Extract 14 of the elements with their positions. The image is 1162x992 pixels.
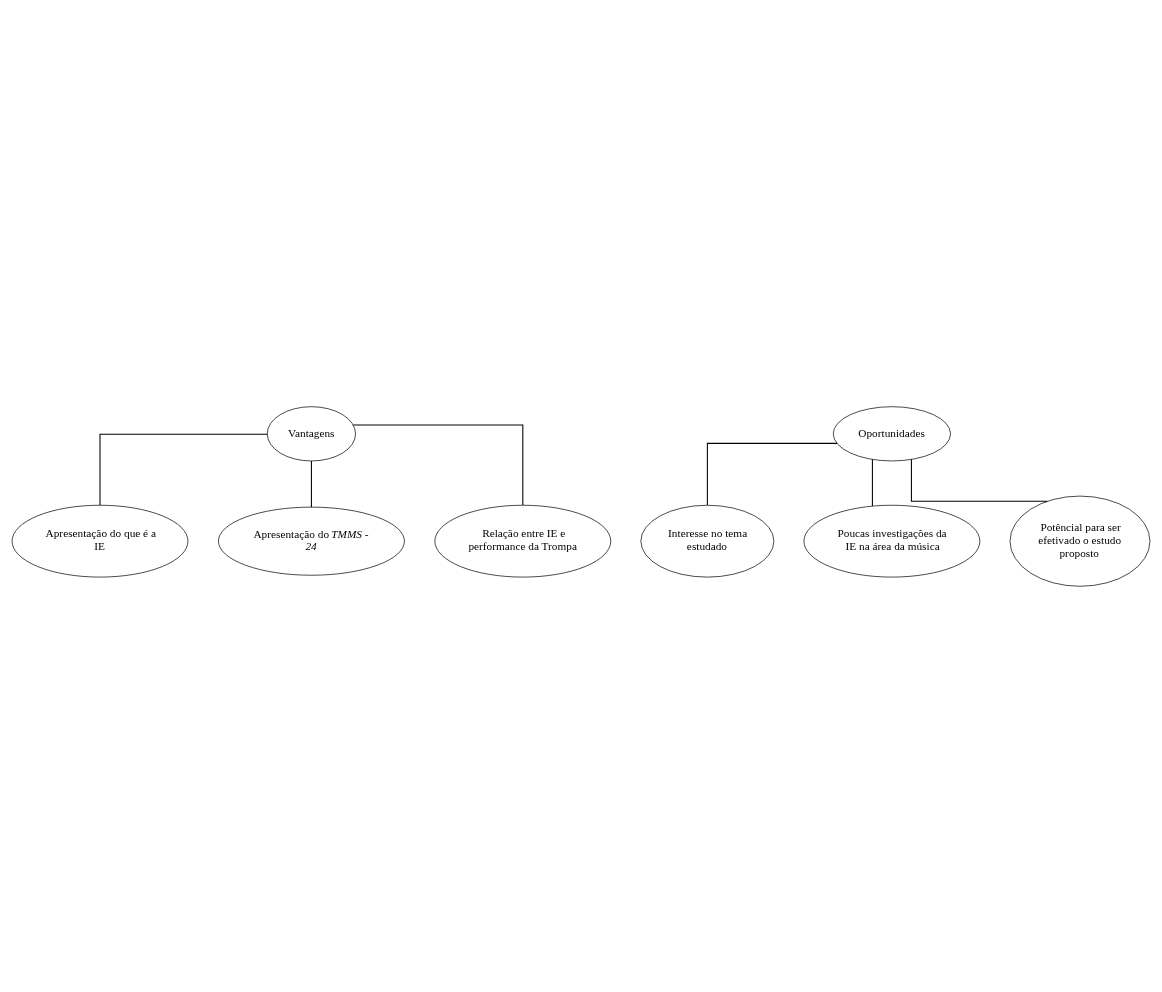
node-ellipse: Interesse no tema estudado bbox=[640, 504, 775, 577]
node-ellipse: Apresentação do que é a IE bbox=[11, 504, 189, 577]
connector bbox=[910, 458, 1048, 502]
node-ellipse: Poucas investigações da IE na área da música bbox=[803, 504, 981, 577]
node-ellipse: Potêncial para ser efetivado o estudo proposto bbox=[1009, 495, 1151, 587]
node-ellipse: Oportunidades bbox=[832, 405, 951, 461]
connector bbox=[871, 458, 873, 506]
connector bbox=[310, 459, 312, 508]
connector bbox=[352, 423, 524, 506]
node-ellipse: Relação entre IE e performance da Trompa bbox=[434, 504, 612, 577]
connector bbox=[706, 442, 838, 506]
connector bbox=[99, 433, 268, 505]
node-ellipse: Vantagens bbox=[266, 405, 356, 461]
node-ellipse: Apresentação do TMMS - 24 bbox=[218, 506, 405, 576]
